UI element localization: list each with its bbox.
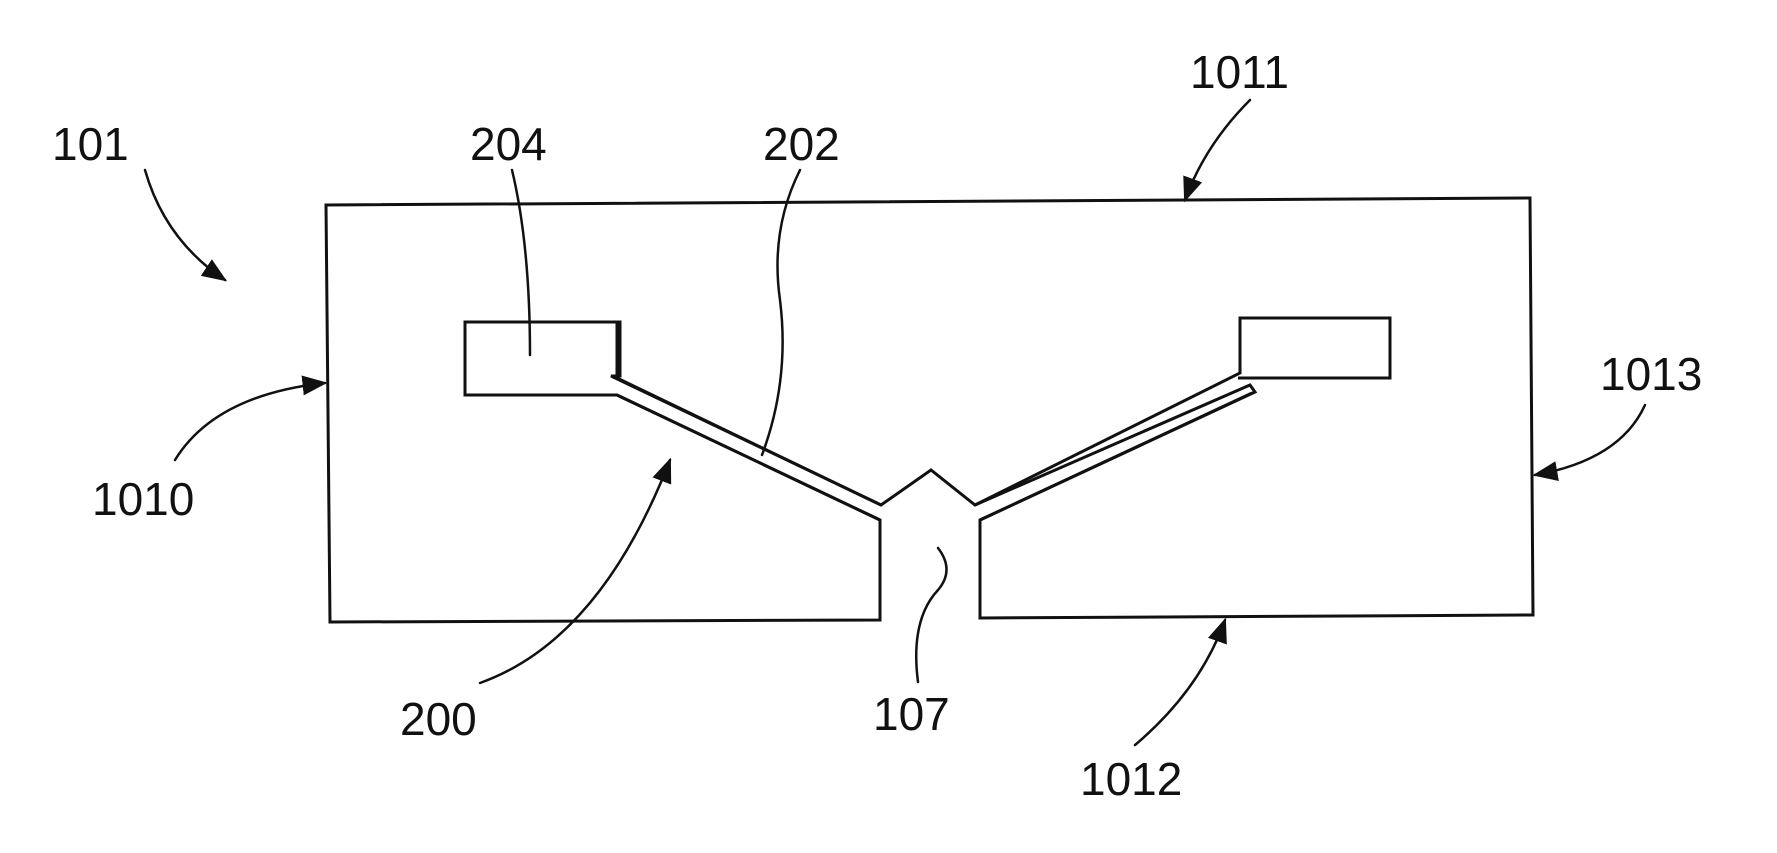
label-204: 204 [470,118,547,170]
label-1010: 1010 [92,473,194,525]
leader-204 [512,170,530,355]
label-1013: 1013 [1600,348,1702,400]
label-202: 202 [763,118,840,170]
leader-200 [480,460,670,683]
left-antenna-pad [465,322,881,505]
label-1011: 1011 [1190,46,1289,98]
leader-101 [145,170,225,280]
leader-1011 [1185,100,1250,200]
label-101: 101 [52,118,129,170]
leader-1010 [175,383,325,460]
substrate-body-outline [326,198,1533,622]
label-1012: 1012 [1080,753,1182,805]
label-107: 107 [873,688,950,740]
leader-1012 [1135,620,1225,745]
leader-1013 [1535,405,1645,475]
label-200: 200 [400,693,477,745]
leader-202 [762,170,800,455]
left-feed-trace [617,395,880,520]
leader-107 [916,548,946,682]
right-feed-trace [980,393,1252,520]
